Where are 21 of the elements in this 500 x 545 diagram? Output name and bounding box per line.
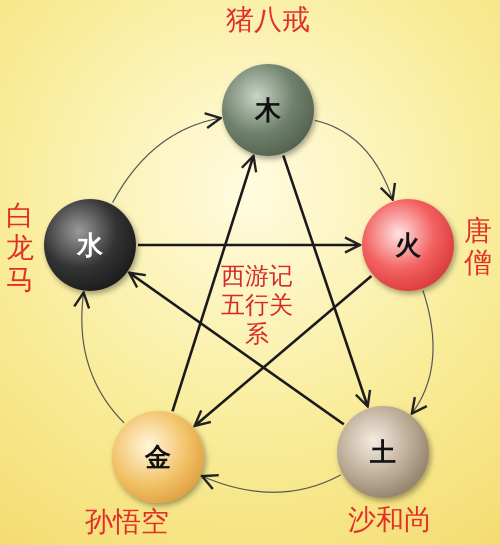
element-circle: 土 (337, 406, 429, 498)
arrow (73, 291, 125, 424)
element-circle: 水 (44, 199, 136, 291)
character-name: 猪八戒 (225, 4, 311, 36)
character-name: 沙和尚 (347, 504, 433, 536)
arrow (128, 272, 345, 426)
arrow (112, 112, 222, 203)
arrow (410, 290, 434, 415)
arrow (138, 236, 362, 254)
element-circle: 火 (362, 199, 454, 291)
element-circle: 木 (222, 64, 314, 156)
title-label: 西游记五行关系 (220, 262, 294, 349)
arrow (314, 120, 396, 201)
character-name: 白龙马 (5, 200, 35, 296)
character-name: 孙悟空 (84, 506, 170, 538)
arrow (200, 474, 342, 493)
arrow (282, 155, 372, 408)
arrow (171, 154, 258, 412)
element-circle: 金 (112, 411, 204, 503)
character-name: 唐僧 (463, 215, 493, 279)
arrow (193, 275, 372, 428)
